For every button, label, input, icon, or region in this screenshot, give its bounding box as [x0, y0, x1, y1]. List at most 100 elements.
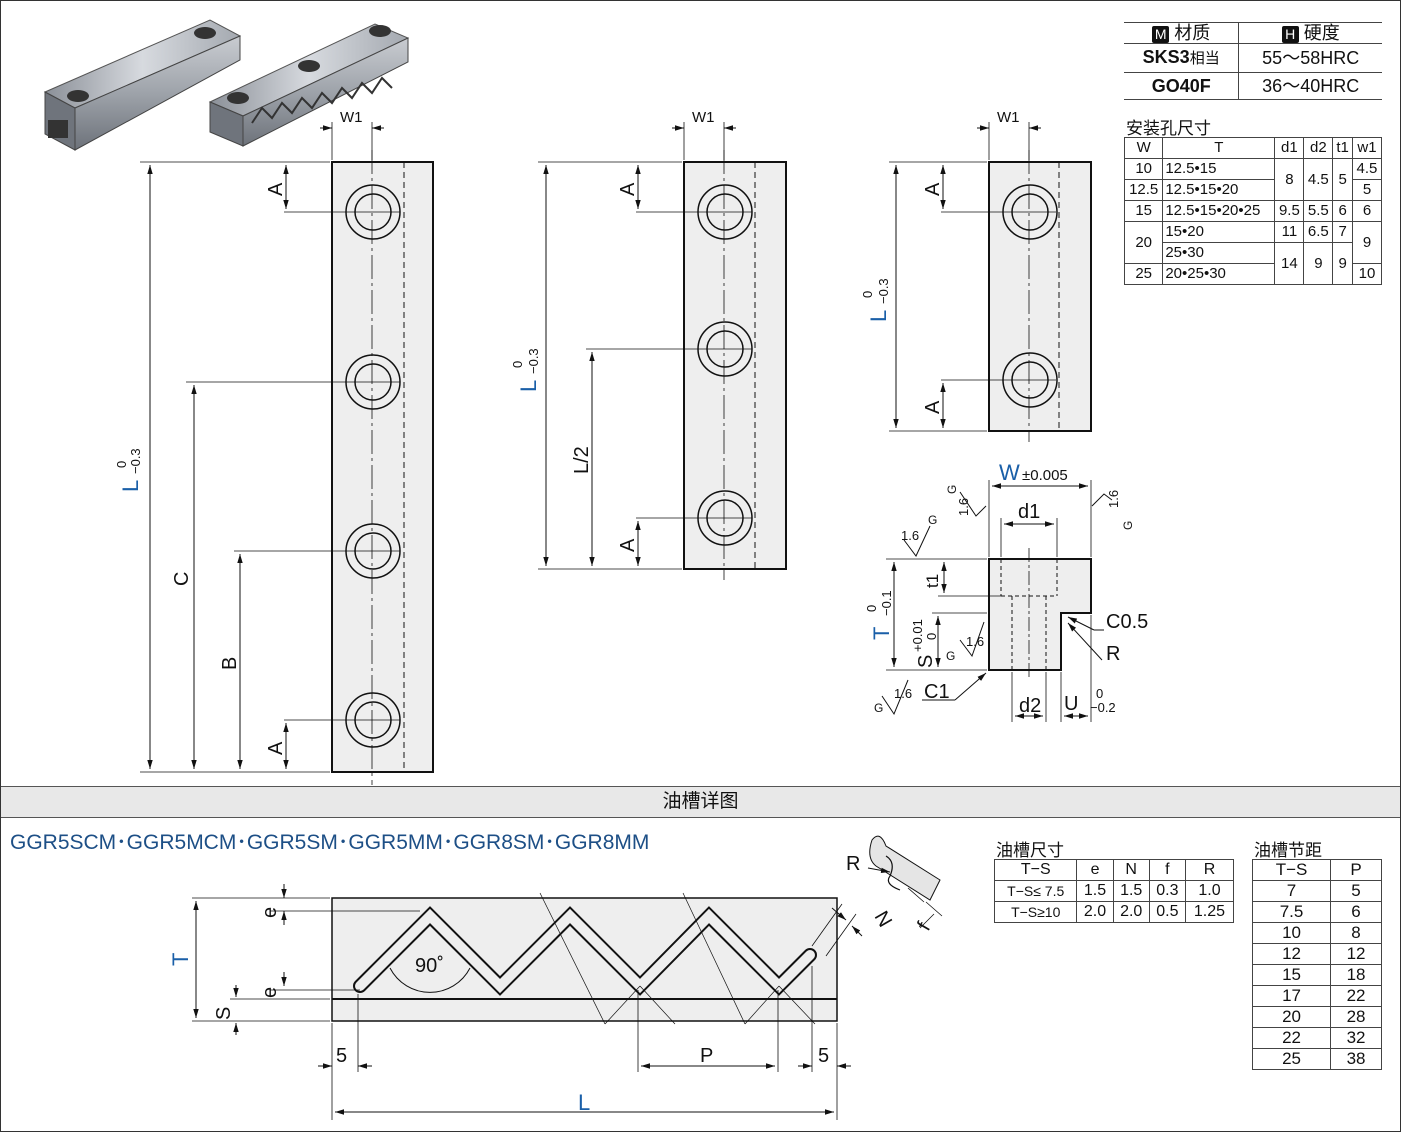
A-label-v3-bot: A: [922, 400, 944, 414]
d2-label: d2: [1019, 695, 1041, 717]
table-cell: 20: [1123, 221, 1164, 264]
table-cell: 12: [1251, 943, 1332, 965]
table-cell: M 材质: [1124, 22, 1240, 44]
C-label: C: [171, 572, 193, 586]
table-cell: 12.5•15•20: [1162, 179, 1276, 201]
table-cell: 1.5: [1076, 880, 1114, 902]
grind-1: G: [928, 513, 937, 527]
table-cell: 4.5: [1303, 158, 1334, 201]
col-header: t1: [1332, 137, 1353, 159]
table-cell: 20: [1251, 1006, 1332, 1028]
A-label-v2-bot: A: [617, 538, 639, 552]
C05-label: C0.5: [1106, 611, 1148, 633]
table-cell: 2.0: [1076, 901, 1114, 923]
col-header: T−S: [993, 859, 1078, 881]
grind-2: G: [945, 485, 959, 494]
dimension-labels: W1 W1 W1 A A C B L 0 −0.3 A A L/2 L 0 −0…: [114, 109, 1148, 1115]
col-header: d2: [1303, 137, 1334, 159]
hardness-header: 硬度: [1303, 23, 1340, 43]
table-cell: 8: [1274, 158, 1305, 201]
A-label-v1-bot: A: [265, 741, 287, 755]
T-label-groove: T: [168, 953, 193, 966]
w1-label-1: W1: [340, 109, 363, 126]
table-cell: 2.0: [1112, 901, 1150, 923]
material-suffix: 相当: [1189, 50, 1220, 67]
N-label: N: [870, 908, 896, 932]
table-cell: 11: [1274, 221, 1305, 243]
w1-label-3: W1: [997, 109, 1020, 126]
S-label: S: [915, 655, 937, 668]
L-label-v1: L: [118, 480, 143, 492]
T-upper: 0: [864, 605, 879, 612]
table-cell: 12.5•15: [1162, 158, 1276, 180]
L-label-groove: L: [578, 1090, 590, 1115]
L-upper-v3: 0: [860, 291, 875, 298]
section-band: 油槽详图: [1, 786, 1400, 818]
five-label-right: 5: [818, 1045, 829, 1067]
col-header: P: [1330, 859, 1382, 881]
table-cell: 8: [1330, 922, 1382, 944]
col-header: T: [1162, 137, 1276, 159]
table-cell: 25: [1123, 263, 1164, 285]
table-cell: 28: [1330, 1006, 1382, 1028]
roughness-3: 1.6: [1106, 490, 1121, 508]
table-cell: 6: [1332, 200, 1353, 222]
table-cell: 10: [1351, 263, 1383, 285]
table-cell: 10: [1251, 922, 1332, 944]
table-cell: 10: [1123, 158, 1164, 180]
hole-table-title: 安装孔尺寸: [1126, 119, 1211, 138]
L-lower-v2: −0.3: [526, 348, 541, 374]
material-cell: GO40F: [1151, 76, 1211, 96]
table-cell: 9.5: [1274, 200, 1305, 222]
table-cell: SKS3相当: [1124, 43, 1240, 73]
five-label-left: 5: [336, 1045, 347, 1067]
table-cell: 22: [1330, 985, 1382, 1007]
table-cell: T−S≤ 7.5: [993, 880, 1078, 902]
table-cell: 12.5•15•20•25: [1162, 200, 1276, 222]
L-upper-v1: 0: [114, 461, 129, 468]
L-upper-v2: 0: [510, 361, 525, 368]
col-header: e: [1076, 859, 1114, 881]
table-cell: 17: [1251, 985, 1332, 1007]
series-label: GGR5SCM･GGR5MCM･GGR5SM･GGR5MM･GGR8SM･GGR…: [10, 831, 650, 854]
material-header: 材质: [1174, 23, 1211, 43]
B-label: B: [219, 657, 241, 670]
table-cell: 5: [1351, 179, 1383, 201]
oil-groove-detail: [192, 835, 943, 1120]
table-cell: 20•25•30: [1162, 263, 1276, 285]
hardness-cell: 36～40HRC: [1238, 72, 1382, 100]
table-cell: 5.5: [1303, 200, 1334, 222]
grind-4: G: [946, 649, 955, 663]
material-table: M 材质 H 硬度 SKS3相当 55～58HRC GO40F 36～40HRC: [1124, 22, 1382, 100]
view-three-holes: [538, 122, 787, 580]
table-cell: 9: [1332, 242, 1353, 285]
U-upper: 0: [1096, 686, 1103, 701]
table-cell: 4.5: [1351, 158, 1383, 180]
A-label-v2-top: A: [617, 182, 639, 196]
table-cell: 7.5: [1251, 901, 1332, 923]
groove-pitch-title: 油槽节距: [1254, 841, 1322, 860]
L2-label: L/2: [571, 446, 593, 474]
hardness-badge-icon: H: [1281, 26, 1299, 43]
table-cell: 22: [1251, 1027, 1332, 1049]
P-label: P: [700, 1045, 713, 1067]
col-header: w1: [1351, 137, 1383, 159]
col-header: T−S: [1251, 859, 1332, 881]
table-cell: 6.5: [1303, 221, 1334, 243]
table-cell: 6: [1330, 901, 1382, 923]
w1-label-2: W1: [692, 109, 715, 126]
f-label: f: [913, 918, 935, 934]
W-tol-label: ±0.005: [1022, 467, 1068, 484]
